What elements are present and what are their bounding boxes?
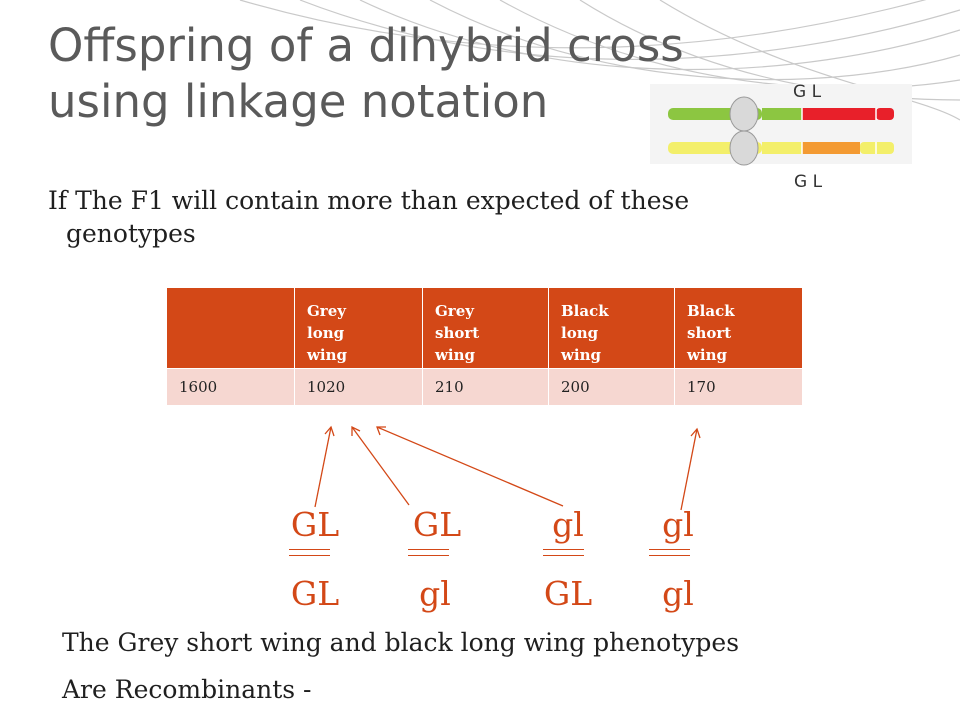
intro-line-2: genotypes xyxy=(66,219,196,248)
table-header-cell: Black short wing xyxy=(674,287,803,369)
intro-line-1: If The F1 will contain more than expecte… xyxy=(48,186,690,215)
phenotype-table: Grey long wing Grey short wing Black lon… xyxy=(166,287,803,406)
arrows xyxy=(314,425,701,511)
genotype-3-top: gl xyxy=(552,505,584,544)
table-cell: 200 xyxy=(548,368,675,406)
genotype-3-line xyxy=(543,549,584,556)
table-header-cell xyxy=(166,287,295,369)
chromosome-top-label: G L xyxy=(793,82,822,102)
table-row: 1600 1020 210 200 170 xyxy=(166,368,803,406)
genotype-4-line xyxy=(649,549,690,556)
chromosome-bottom-label: G L xyxy=(794,172,823,192)
genotype-1-top: GL xyxy=(290,505,340,544)
genotype-3-bottom: GL xyxy=(543,574,593,613)
intro-text: If The F1 will contain more than expecte… xyxy=(48,184,808,250)
title-line-1: Offspring of a dihybrid cross xyxy=(48,19,684,72)
lower-chromosome xyxy=(668,130,894,166)
conclusion-line-1: The Grey short wing and black long wing … xyxy=(62,628,740,657)
conclusion-line-2: Are Recombinants - xyxy=(62,675,312,704)
genotype-1-line xyxy=(289,549,330,556)
table-header-row: Grey long wing Grey short wing Black lon… xyxy=(166,287,803,369)
genotype-2-line xyxy=(408,549,449,556)
table-cell: 170 xyxy=(674,368,803,406)
page-title: Offspring of a dihybrid cross using link… xyxy=(48,18,748,130)
table-cell: 1600 xyxy=(166,368,295,406)
genotype-2-top: GL xyxy=(412,505,462,544)
title-line-2: using linkage notation xyxy=(48,75,549,128)
table-cell: 210 xyxy=(422,368,549,406)
genotype-1-bottom: GL xyxy=(290,574,340,613)
table-header-cell: Grey long wing xyxy=(294,287,423,369)
genotype-4-bottom: gl xyxy=(662,574,694,613)
genotype-2-bottom: gl xyxy=(419,574,451,613)
upper-chromosome xyxy=(668,96,894,132)
table-header-cell: Grey short wing xyxy=(422,287,549,369)
genotype-4-top: gl xyxy=(662,505,694,544)
table-header-cell: Black long wing xyxy=(548,287,675,369)
table-cell: 1020 xyxy=(294,368,423,406)
